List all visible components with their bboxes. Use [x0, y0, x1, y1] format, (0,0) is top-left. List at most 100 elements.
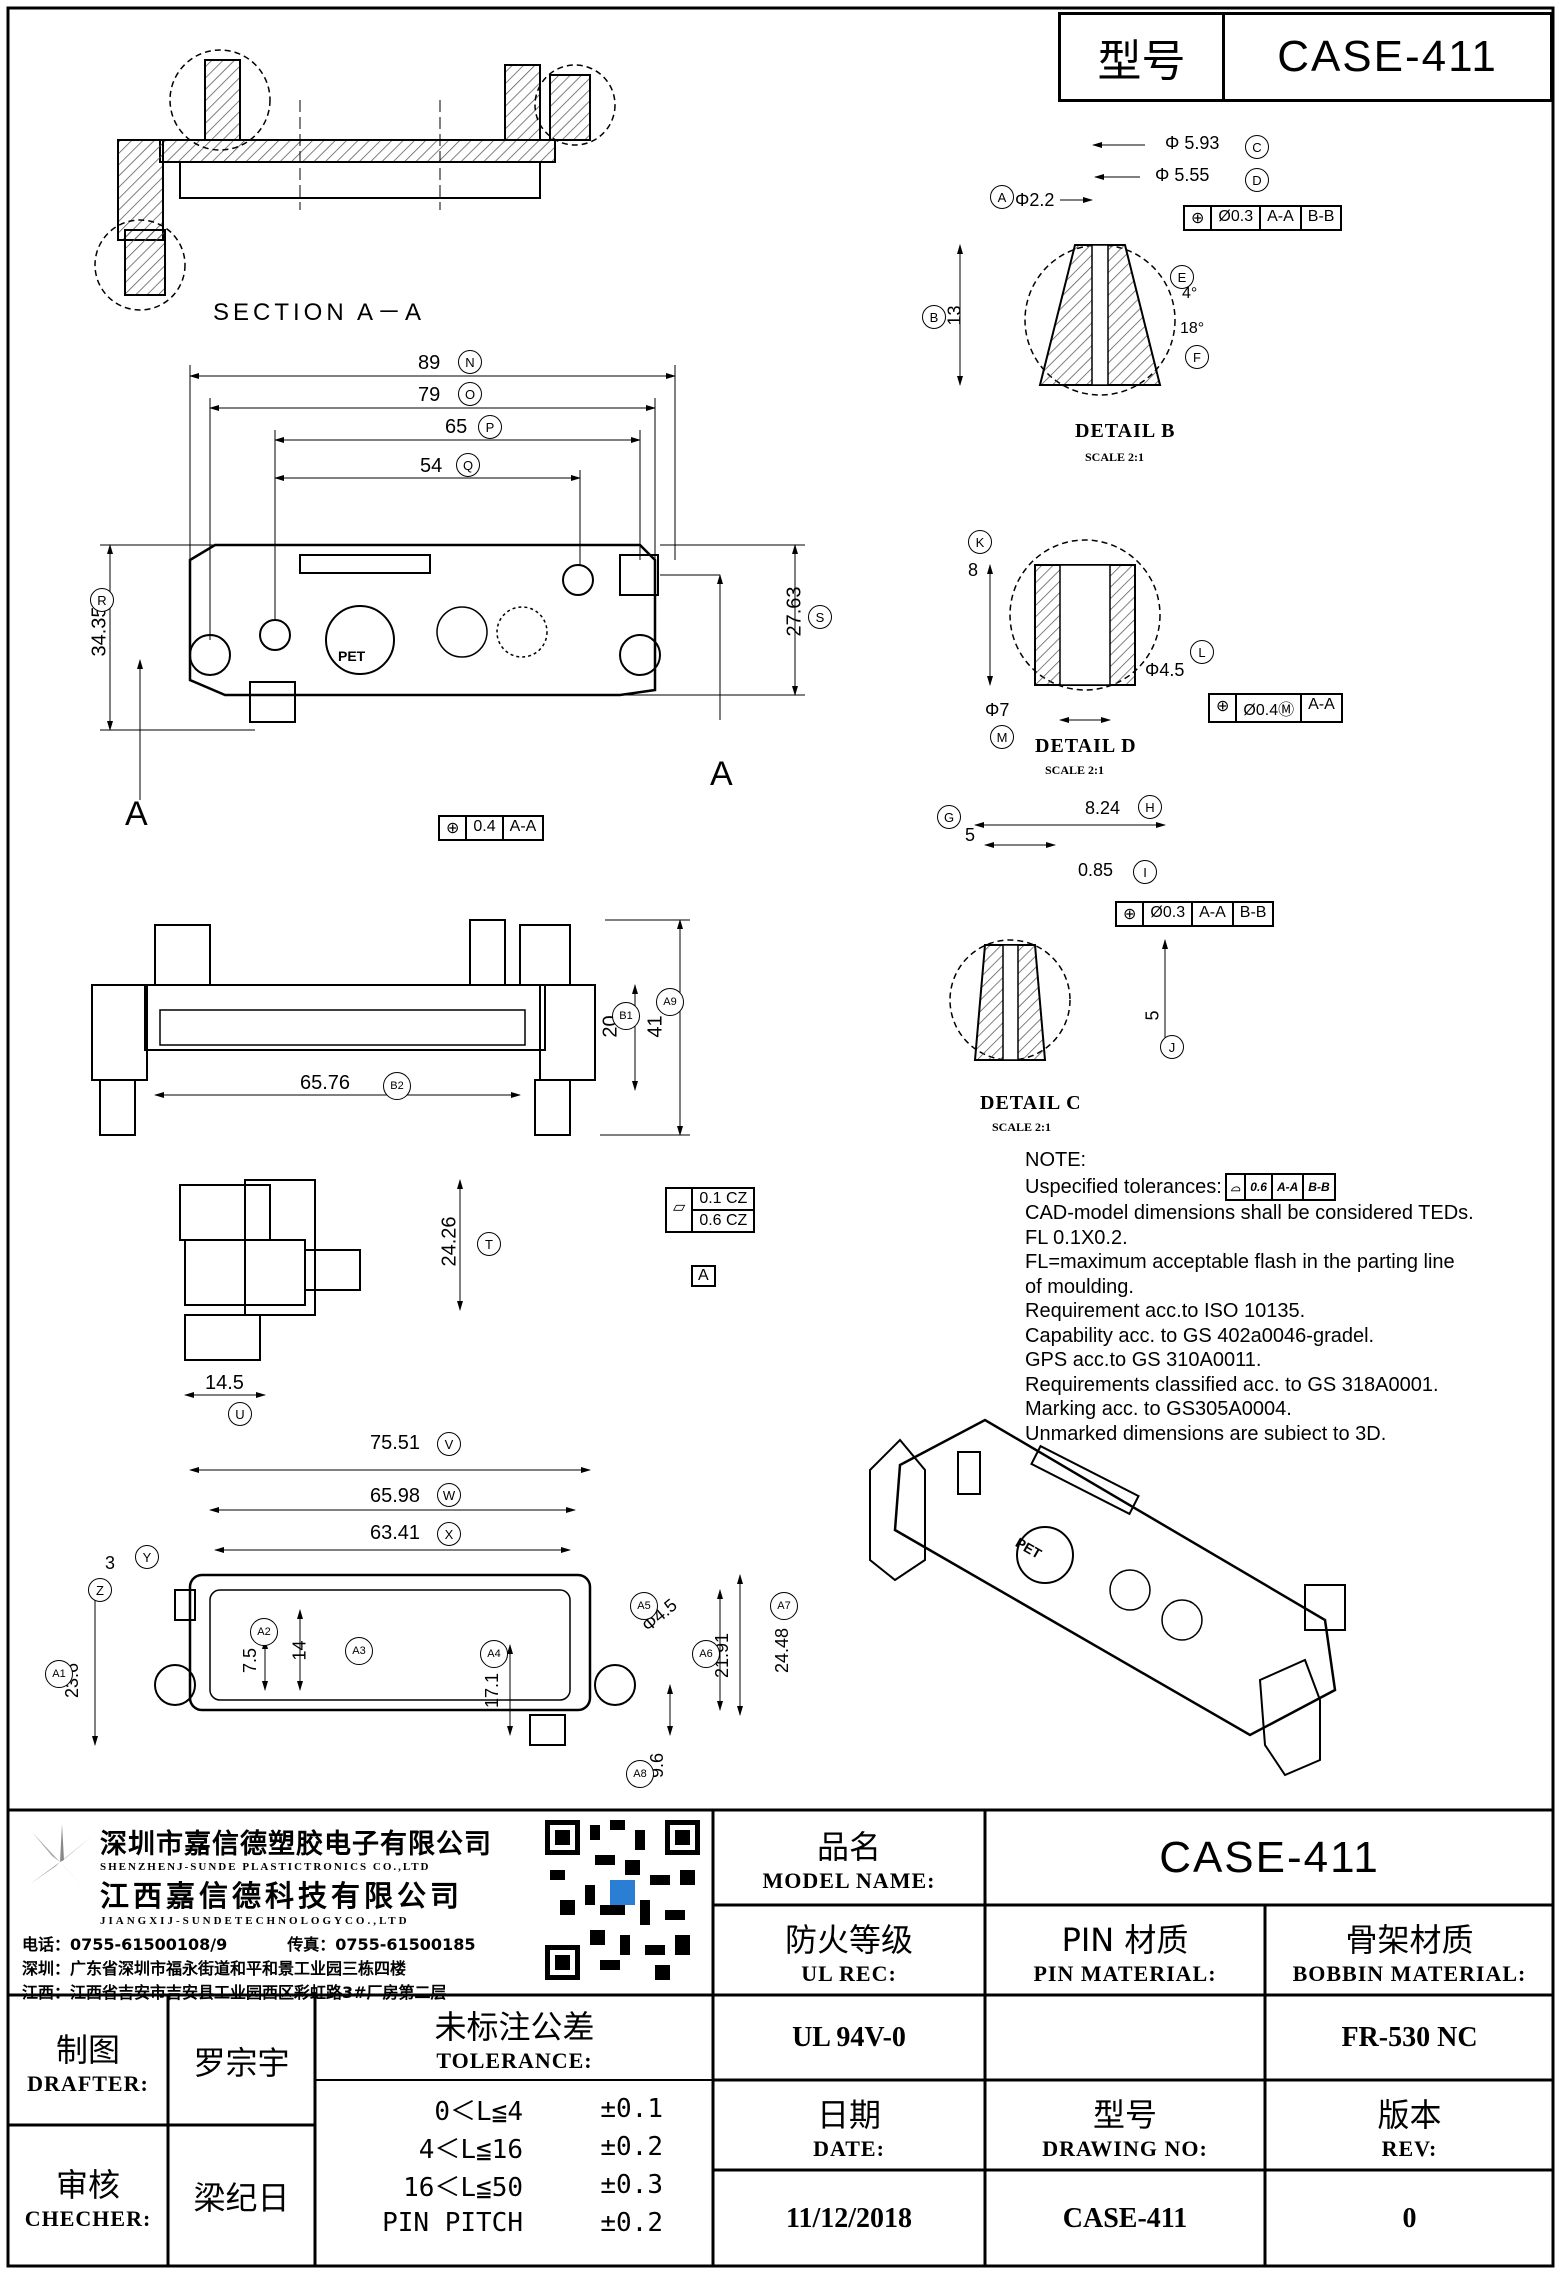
fcf-b-d2: B-B — [1307, 208, 1335, 225]
notes-tol-val: 0.6 — [1246, 1174, 1273, 1199]
detail-b-scale: SCALE 2:1 — [1085, 450, 1145, 464]
drafter-cn: 制图 — [55, 2031, 120, 2069]
datum-balloon-w: W — [437, 1483, 461, 1507]
fcf-flatness: ▱ 0.1 CZ 0.6 CZ — [665, 1187, 756, 1233]
fcf-detail-b: ⊕ Ø0.3 A-A B-B — [1183, 205, 1343, 231]
position-symbol-icon: ⊕ — [440, 817, 468, 839]
datum-balloon-s: S — [808, 605, 832, 629]
datum-balloon-o: O — [458, 382, 482, 406]
bottom-view — [92, 1467, 743, 1746]
date-label: 日期 DATE: — [716, 2083, 982, 2168]
detail-b-view — [957, 142, 1176, 396]
dwg-label: 型号 DRAWING NO: — [988, 2083, 1262, 2168]
dim-2426: 24.26 — [438, 1216, 461, 1267]
dim-89: 89 — [418, 352, 441, 374]
datum-balloon-h: H — [1138, 795, 1162, 819]
dim-54: 54 — [420, 455, 443, 477]
checker-label: 审核 CHECHER: — [10, 2128, 166, 2264]
ul-label: 防火等级 UL REC: — [716, 1908, 982, 1994]
datum-balloon-r: R — [90, 588, 114, 612]
product-name-label: 品名 MODEL NAME: — [716, 1812, 982, 1904]
datum-balloon-a3: A3 — [345, 1637, 373, 1665]
ul-en: UL REC: — [801, 1961, 897, 1986]
datum-balloon-i: I — [1133, 860, 1157, 884]
datum-balloon-a: A — [990, 185, 1014, 209]
tol-value: ±0.1 — [600, 2094, 663, 2124]
top-view — [100, 365, 805, 800]
dim-79: 79 — [418, 384, 441, 406]
dim-14: 14 — [289, 1640, 310, 1661]
tolerance-row: PIN PITCH ±0.2 — [318, 2204, 711, 2242]
note-line-1: CAD-model dimensions shall be considered… — [1025, 1202, 1474, 1224]
datum-balloon-a6: A6 — [692, 1640, 720, 1668]
dim-593: Φ 5.93 — [1165, 133, 1220, 153]
dim-7551: 75.51 — [370, 1432, 421, 1454]
isometric-view — [869, 1418, 1346, 1777]
position-symbol-icon: ⊕ — [1185, 207, 1213, 229]
note-line-10: Unmarked dimensions are subiect to 3D. — [1025, 1422, 1387, 1445]
header-model-label: 型号 — [1061, 15, 1225, 99]
product-name-cn: 品名 — [816, 1828, 881, 1866]
company-fax: 传真：0755-61500185 — [287, 1935, 476, 1954]
checker-cn: 审核 — [55, 2166, 120, 2204]
datum-balloon-j: J — [1160, 1035, 1184, 1059]
datum-balloon-b2: B2 — [383, 1072, 411, 1100]
detail-d-view — [987, 539, 1161, 723]
note-line-7: GPS acc.to GS 310A0011. — [1025, 1349, 1262, 1371]
dim-5b: 5 — [1142, 1010, 1163, 1021]
ul-value: UL 94V-0 — [792, 2022, 906, 2053]
drafter-label: 制图 DRAFTER: — [10, 1998, 166, 2124]
fcf-c-d1: A-A — [1193, 903, 1234, 925]
datum-balloon-u: U — [228, 1402, 252, 1426]
tol-range: PIN PITCH — [382, 2208, 523, 2238]
fcf-b-d1: A-A — [1261, 207, 1302, 229]
tol-value: ±0.2 — [600, 2208, 663, 2238]
datum-balloon-q: Q — [456, 453, 480, 477]
dim-3: 3 — [105, 1553, 116, 1573]
date-cn: 日期 — [816, 2095, 881, 2134]
detail-b-title: DETAIL B — [1075, 420, 1176, 442]
tolerance-table: 0＜L≦4 ±0.1 4＜L≦16 ±0.2 16＜L≦50 ±0.3 PIN … — [318, 2090, 711, 2242]
tol-range: 0＜L≦4 — [434, 2096, 523, 2127]
dim-6598: 65.98 — [370, 1485, 421, 1507]
drafter-value: 罗宗宇 — [193, 2044, 290, 2082]
position-symbol-icon: ⊕ — [1210, 695, 1238, 721]
note-line-0: Uspecified tolerances: — [1025, 1175, 1222, 1198]
pin-cn: PIN 材质 — [1061, 1921, 1189, 1959]
fcf-d-tol: Ø0.4Ⓜ — [1237, 695, 1303, 721]
dim-6341: 63.41 — [370, 1522, 421, 1544]
note-line-3: FL=maximum acceptable flash in the parti… — [1025, 1251, 1455, 1273]
flatness-symbol-icon: ▱ — [667, 1189, 694, 1231]
datum-balloon-v: V — [437, 1432, 461, 1456]
notes-tol-box: ⌓ 0.6 A-A B-B — [1224, 1172, 1336, 1201]
dim-22: Φ2.2 — [1015, 190, 1055, 210]
note-line-9: Marking acc. to GS305A0004. — [1025, 1398, 1292, 1420]
dim-171: 17.1 — [482, 1672, 503, 1709]
tol-value: ±0.3 — [600, 2170, 663, 2200]
section-aa-view — [94, 49, 616, 311]
profile-symbol-icon: ⌓ — [1227, 1174, 1247, 1199]
dim-4deg: 4° — [1182, 285, 1198, 302]
product-name-en: MODEL NAME: — [762, 1868, 936, 1893]
dim-824: 8.24 — [1085, 798, 1121, 818]
fcf-c-tol: Ø0.3 — [1144, 903, 1194, 925]
date-en: DATE: — [813, 2135, 885, 2161]
tolerance-row: 0＜L≦4 ±0.1 — [318, 2090, 711, 2128]
datum-a-box: A — [691, 1265, 716, 1287]
dim-13: 13 — [944, 305, 965, 326]
datum-balloon-a4: A4 — [480, 1640, 508, 1668]
tol-value: ±0.2 — [600, 2132, 663, 2162]
notes-title: NOTE: — [1025, 1149, 1087, 1171]
note-line-6: Capability acc. to GS 402a0046-gradel. — [1025, 1324, 1375, 1347]
bobbin-value: FR-530 NC — [1341, 2022, 1478, 2053]
datum-balloon-b: B — [922, 305, 946, 329]
fcf-detail-d: ⊕ Ø0.4Ⓜ A-A — [1208, 693, 1343, 723]
note-line-4: of moulding. — [1025, 1275, 1134, 1298]
fcf-b-tol: Ø0.3 — [1212, 207, 1262, 229]
note-line-2: FL 0.1X0.2. — [1025, 1226, 1128, 1249]
dim-145: 14.5 — [205, 1372, 244, 1394]
dim-6576: 65.76 — [300, 1072, 351, 1094]
dim-18deg: 18° — [1180, 320, 1205, 337]
datum-balloon-a1: A1 — [45, 1660, 73, 1688]
